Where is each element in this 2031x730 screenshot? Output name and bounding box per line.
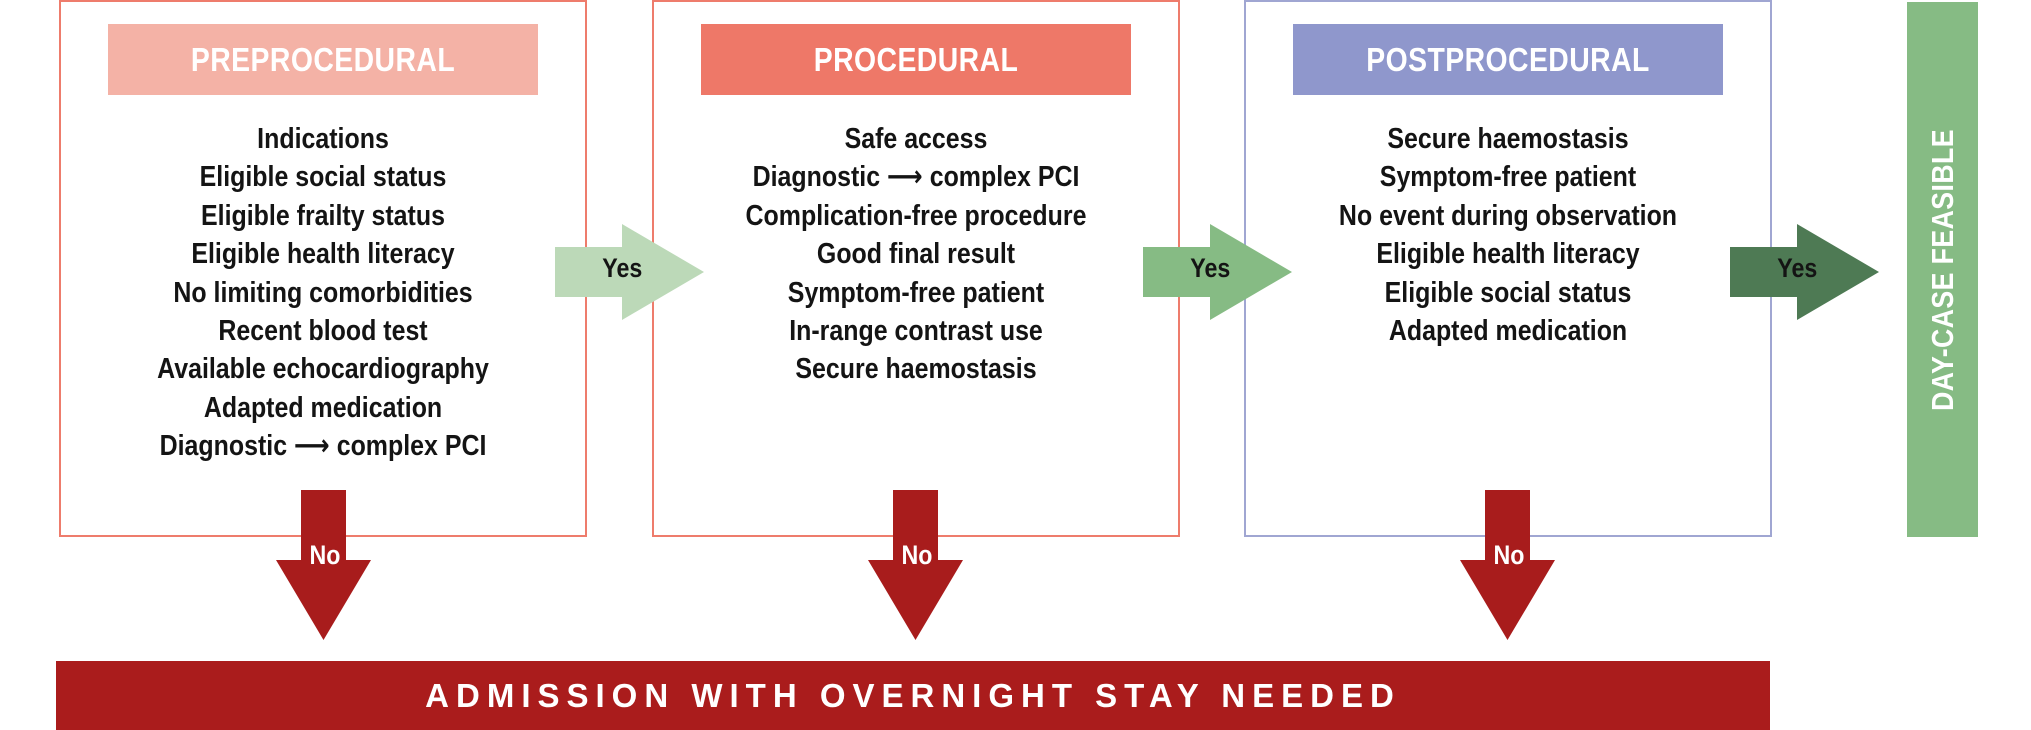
right-arrow-icon: [1730, 224, 1879, 320]
right-arrow-icon: [555, 224, 704, 320]
preprocedural-header: PREPROCEDURAL: [108, 24, 538, 95]
admission-label: ADMISSION WITH OVERNIGHT STAY NEEDED: [425, 676, 1401, 714]
criterion: Eligible social status: [1384, 276, 1632, 309]
criterion: Complication-free procedure: [745, 199, 1087, 232]
criterion: Diagnostic ⟶ complex PCI: [159, 430, 487, 463]
yes-label: Yes: [1777, 253, 1818, 283]
postprocedural-criteria: Secure haemostasis Symptom-free patient …: [1256, 120, 1760, 350]
criterion: In-range contrast use: [789, 315, 1043, 348]
criterion: No limiting comorbidities: [173, 276, 473, 309]
no-label: No: [1493, 540, 1525, 570]
postprocedural-box: POSTPROCEDURAL Secure haemostasis Sympto…: [1244, 0, 1772, 537]
right-arrow-icon: [1143, 224, 1292, 320]
criterion: Adapted medication: [203, 391, 443, 424]
criterion: Available echocardiography: [157, 353, 489, 386]
criterion: Indications: [257, 123, 389, 155]
yes-arrow-3: Yes: [1730, 224, 1879, 320]
procedural-box: PROCEDURAL Safe access Diagnostic ⟶ comp…: [652, 0, 1180, 537]
criterion: Secure haemostasis: [795, 353, 1037, 386]
down-arrow-icon: [868, 490, 963, 640]
criterion: No event during observation: [1338, 199, 1678, 232]
no-arrow-3: No: [1460, 490, 1555, 640]
procedural-criteria: Safe access Diagnostic ⟶ complex PCI Com…: [664, 120, 1168, 389]
criterion: Eligible health literacy: [191, 238, 455, 271]
yes-arrow-2: Yes: [1143, 224, 1292, 320]
criterion: Good final result: [816, 238, 1016, 271]
yes-label: Yes: [1190, 253, 1231, 283]
postprocedural-header: POSTPROCEDURAL: [1293, 24, 1723, 95]
preprocedural-box: PREPROCEDURAL Indications Eligible socia…: [59, 0, 587, 537]
criterion: Adapted medication: [1388, 315, 1628, 348]
down-arrow-icon: [1460, 490, 1555, 640]
no-label: No: [901, 540, 933, 570]
criterion: Eligible frailty status: [201, 199, 445, 232]
no-arrow-2: No: [868, 490, 963, 640]
criterion: Eligible social status: [199, 161, 447, 194]
criterion: Recent blood test: [218, 315, 428, 348]
yes-label: Yes: [602, 253, 643, 283]
yes-arrow-1: Yes: [555, 224, 704, 320]
no-arrow-1: No: [276, 490, 371, 640]
day-case-label: DAY-CASE FEASIBLE: [1924, 128, 1960, 411]
criterion: Eligible health literacy: [1376, 238, 1640, 271]
day-case-banner: DAY-CASE FEASIBLE: [1907, 2, 1978, 537]
admission-banner: ADMISSION WITH OVERNIGHT STAY NEEDED: [56, 661, 1770, 730]
down-arrow-icon: [276, 490, 371, 640]
criterion: Safe access: [844, 123, 988, 155]
procedural-header: PROCEDURAL: [701, 24, 1131, 95]
criterion: Secure haemostasis: [1387, 123, 1629, 155]
criterion: Diagnostic ⟶ complex PCI: [752, 161, 1080, 194]
no-label: No: [309, 540, 341, 570]
criterion: Symptom-free patient: [1379, 161, 1637, 194]
criterion: Symptom-free patient: [787, 276, 1045, 309]
preprocedural-criteria: Indications Eligible social status Eligi…: [71, 120, 575, 466]
